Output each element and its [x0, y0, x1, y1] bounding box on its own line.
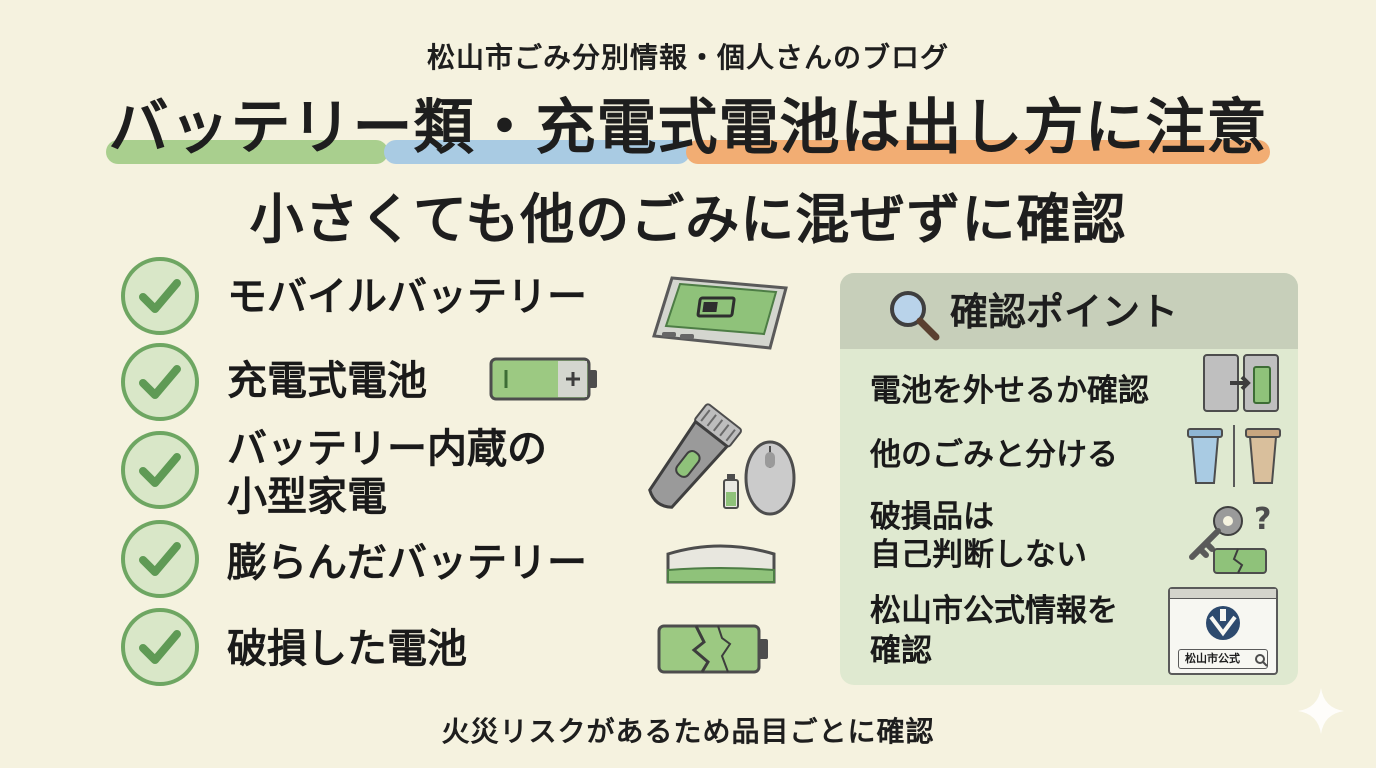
- svg-text:?: ?: [1254, 502, 1271, 537]
- confirmation-panel: 確認ポイント 電池を外せるか確認 他のごみと分ける 破損品は 自己判断しない ?…: [840, 273, 1298, 685]
- top-caption: 松山市ごみ分別情報・個人さんのブログ: [426, 41, 949, 74]
- check-icon: [121, 431, 199, 509]
- point-separate: 他のごみと分ける: [870, 437, 1118, 473]
- point-damaged-line1: 破損品は: [870, 499, 994, 535]
- official-search-box: 松山市公式: [1178, 649, 1268, 669]
- page-subtitle: 小さくても他のごみに混ぜずに確認: [249, 188, 1127, 251]
- item-label-built-in-battery-line1: バッテリー内蔵の: [227, 426, 547, 472]
- point-remove-battery: 電池を外せるか確認: [870, 373, 1149, 409]
- point-official-line1: 松山市公式情報を: [870, 593, 1118, 629]
- small-appliances-icon: [648, 403, 796, 516]
- sparkle-icon: [1298, 688, 1344, 734]
- panel-title: 確認ポイント: [950, 290, 1179, 334]
- official-site-icon: 松山市公式: [1168, 587, 1278, 675]
- city-emblem-icon: [1206, 606, 1240, 640]
- separate-bins-icon: [1187, 425, 1281, 487]
- rechargeable-battery-icon: [489, 357, 597, 401]
- item-label-rechargeable-battery: 充電式電池: [227, 358, 427, 404]
- cracked-battery-icon: [657, 624, 768, 674]
- check-icon: [121, 257, 199, 335]
- title-highlight-orange: [686, 140, 1270, 164]
- remove-battery-icon: [1203, 354, 1279, 412]
- point-damaged-line2: 自己判断しない: [870, 537, 1087, 573]
- item-label-built-in-battery-line2: 小型家電: [227, 474, 387, 520]
- page-title: バッテリー類・充電式電池は出し方に注意: [108, 93, 1268, 163]
- magnifier-icon: [890, 291, 940, 341]
- item-label-swollen-battery: 膨らんだバッテリー: [227, 540, 587, 586]
- swollen-battery-icon: [666, 544, 776, 584]
- check-icon: [121, 608, 199, 686]
- check-icon: [121, 343, 199, 421]
- browser-bar: [1170, 589, 1276, 599]
- point-official-line2: 確認: [870, 633, 932, 669]
- check-icon: [121, 520, 199, 598]
- item-label-cracked-battery: 破損した電池: [227, 626, 467, 672]
- search-icon: [1255, 654, 1268, 667]
- title-highlight-green: [106, 140, 388, 164]
- item-label-mobile-battery: モバイルバッテリー: [227, 274, 587, 320]
- key-question-icon: ?: [1189, 502, 1271, 574]
- footer-note: 火災リスクがあるため品目ごとに確認: [441, 715, 935, 748]
- power-bank-icon: [652, 276, 788, 350]
- title-highlight-blue: [384, 140, 690, 164]
